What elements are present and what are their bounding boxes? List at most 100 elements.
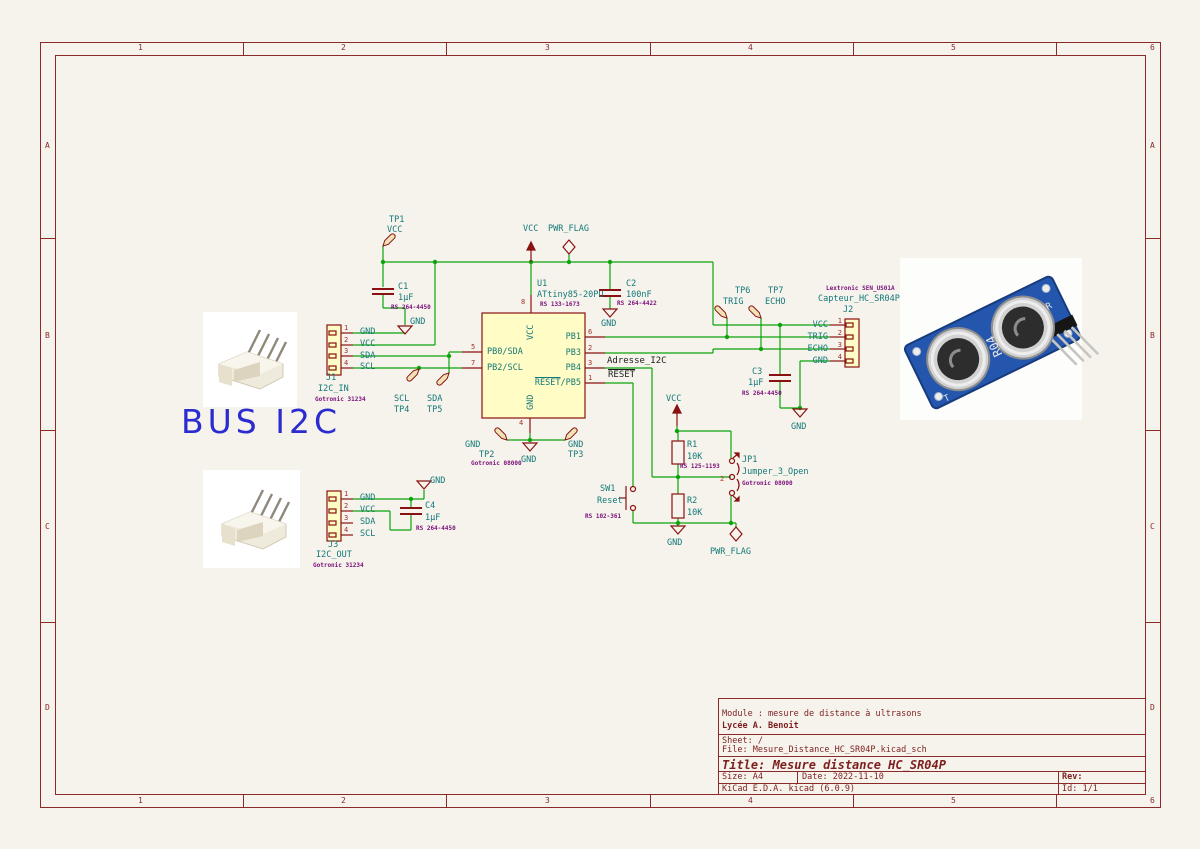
border-row-b-left: B xyxy=(45,331,50,340)
u1-num-2: 2 xyxy=(588,344,593,352)
tp1-net: VCC xyxy=(387,225,403,235)
c3-value: 1µF xyxy=(748,378,764,388)
gnd-label-c1: GND xyxy=(410,317,426,327)
j2-pin2-num: 2 xyxy=(837,329,842,337)
border-row-c-right: C xyxy=(1150,522,1155,531)
pwr-flag-label-bottom: PWR_FLAG xyxy=(710,547,751,557)
j1-value: I2C_IN xyxy=(318,384,349,394)
u1-pin-reset: RESET/PB5 xyxy=(534,378,581,388)
titleblock-sheet: Sheet: / xyxy=(722,736,763,746)
j3-pin2-name: VCC xyxy=(360,505,376,515)
frame-outer-left xyxy=(40,42,41,808)
j3-ref: J3 xyxy=(328,540,339,550)
border-row-c-left: C xyxy=(45,522,50,531)
vcc-symbols xyxy=(526,240,682,426)
j1-pin4-name: SCL xyxy=(360,362,376,372)
j3-pin4-name: SCL xyxy=(360,529,376,539)
photo-sensor-hcsr04: R04 T R xyxy=(900,258,1100,420)
net-label-reset: RESET xyxy=(608,370,636,380)
j3-pin2-num: 2 xyxy=(344,502,349,510)
j3-pin4-num: 4 xyxy=(344,526,349,534)
border-col-3-bot: 3 xyxy=(545,796,550,805)
u1-num-1: 1 xyxy=(588,374,593,382)
tp2-net: GND xyxy=(465,440,481,450)
gnd-symbols xyxy=(396,308,809,535)
u1-field: RS 133-1673 xyxy=(540,301,580,308)
r2-ref: R2 xyxy=(687,496,698,506)
frame-outer-bottom xyxy=(40,807,1160,808)
tp2-ref: TP2 xyxy=(479,450,495,460)
tp5-net: SDA xyxy=(427,394,443,404)
j1-pin4-num: 4 xyxy=(344,359,349,367)
u1-value: ATtiny85-20PU xyxy=(537,290,604,300)
connector-j3-symbol[interactable] xyxy=(326,490,353,542)
u1-pin-vcc: VCC xyxy=(526,324,536,340)
border-col-2-bot: 2 xyxy=(341,796,346,805)
j3-value: I2C_OUT xyxy=(316,550,352,560)
jp1-pin2-num: 2 xyxy=(720,475,725,483)
mcu-u1-pins xyxy=(462,295,605,433)
capacitor-c4-symbol[interactable] xyxy=(400,507,422,515)
border-row-a-left: A xyxy=(45,141,50,150)
switch-sw1-symbol[interactable] xyxy=(619,485,637,512)
r1-field: RS 125-1193 xyxy=(680,463,720,470)
jp1-field: Gotronic 08000 xyxy=(742,480,793,487)
frame-inner-left xyxy=(55,55,56,795)
jp1-ref: JP1 xyxy=(742,455,758,465)
border-col-5-top: 5 xyxy=(951,43,956,52)
tp6-net: TRIG xyxy=(723,297,744,307)
j1-pin2-num: 2 xyxy=(344,336,349,344)
border-col-5-bot: 5 xyxy=(951,796,956,805)
j1-pin1-num: 1 xyxy=(344,324,349,332)
border-col-4-bot: 4 xyxy=(748,796,753,805)
j1-field: Gotronic 31234 xyxy=(315,396,366,403)
c2-ref: C2 xyxy=(626,279,637,289)
c4-field: RS 264-4450 xyxy=(416,525,456,532)
jumper-jp1-symbol[interactable] xyxy=(728,452,740,502)
j1-pin1-name: GND xyxy=(360,327,376,337)
gnd-label-c2: GND xyxy=(601,319,617,329)
titleblock-comment: Module : mesure de distance à ultrasons xyxy=(722,709,922,719)
c2-value: 100nF xyxy=(626,290,652,300)
border-row-b-right: B xyxy=(1150,331,1155,340)
c1-value: 1µF xyxy=(398,293,414,303)
tp3-net: GND xyxy=(568,440,584,450)
bus-i2c-annotation: BUS I2C xyxy=(181,402,341,441)
resistor-r1-symbol[interactable] xyxy=(671,440,685,465)
wires xyxy=(353,246,830,531)
tp2-field: Gotronic 08000 xyxy=(471,460,522,467)
border-col-3-top: 3 xyxy=(545,43,550,52)
testpoint-symbols[interactable] xyxy=(381,233,763,442)
j1-ref: J1 xyxy=(326,373,337,383)
titleblock-file: File: Mesure_Distance_HC_SR04P.kicad_sch xyxy=(722,745,927,755)
j3-pin3-name: SDA xyxy=(360,517,376,527)
u1-num-4: 4 xyxy=(519,419,524,427)
sw1-ref: SW1 xyxy=(600,484,616,494)
tp6-ref: TP6 xyxy=(735,286,751,296)
mcu-u1-body[interactable] xyxy=(481,312,586,419)
j2-pin3-name: ECHO xyxy=(807,344,828,354)
capacitor-c2-symbol[interactable] xyxy=(599,289,621,297)
vcc-label-arrow: VCC xyxy=(523,224,539,234)
border-col-1-bot: 1 xyxy=(138,796,143,805)
u1-num-6: 6 xyxy=(588,328,593,336)
gnd-label-j2: GND xyxy=(791,422,807,432)
resistor-r2-symbol[interactable] xyxy=(671,493,685,519)
j1-pin3-name: SDA xyxy=(360,351,376,361)
capacitor-c3-symbol[interactable] xyxy=(769,374,791,382)
c2-field: RS 264-4422 xyxy=(617,300,657,307)
tp3-ref: TP3 xyxy=(568,450,584,460)
j2-pin1-name: VCC xyxy=(812,320,828,330)
sw1-field: RS 102-361 xyxy=(585,513,622,520)
u1-pin-pb1: PB1 xyxy=(565,332,581,342)
r1-value: 10K xyxy=(687,452,703,462)
capacitor-c1-symbol[interactable] xyxy=(372,288,394,295)
connector-j1-symbol[interactable] xyxy=(326,324,353,376)
j3-pin1-name: GND xyxy=(360,493,376,503)
vcc-label-divider: VCC xyxy=(666,394,682,404)
connector-j2-symbol[interactable] xyxy=(830,318,860,368)
frame-outer-top xyxy=(40,42,1160,43)
frame-inner-bottom xyxy=(55,794,1145,795)
junction-dots xyxy=(380,259,803,526)
u1-pin-gnd: GND xyxy=(526,394,536,410)
